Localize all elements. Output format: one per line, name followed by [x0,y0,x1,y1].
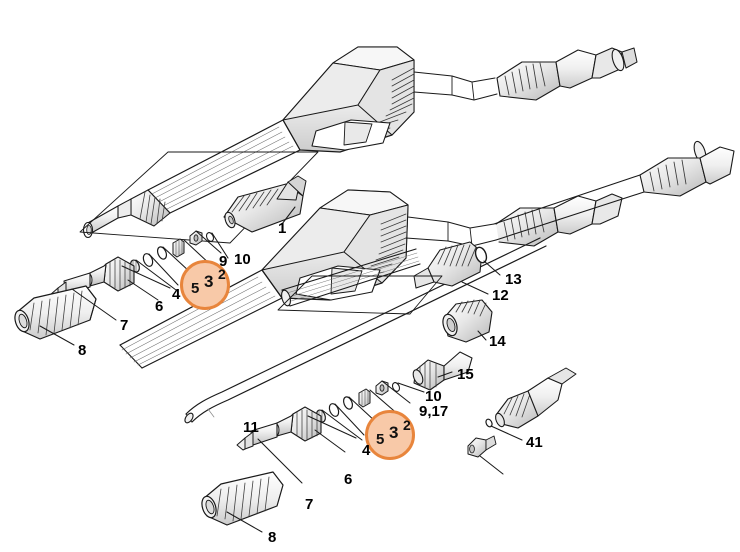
part-number-10: 10 [234,251,251,268]
part-14-nut [442,299,493,343]
part-nut-9b [375,380,389,396]
part-8-handle [14,285,97,340]
part-41-group [467,367,577,475]
part-number-13: 13 [505,271,522,288]
lower-exploded-parts [201,380,425,533]
part-number-4: 4 [172,286,181,303]
part-number-1: 1 [278,220,287,237]
mid-right-parts [277,241,501,391]
part-sleeve-2 [172,238,185,258]
part-number-4b: 4 [362,442,371,459]
highlight-label-3-lower: 3 [389,423,399,442]
part-12-tube [277,248,443,315]
part-number-6b: 6 [344,471,353,488]
part-number-7: 7 [120,317,129,334]
upper-gun-assembly [79,46,638,244]
highlight-label-3-upper: 3 [204,272,214,291]
lower-gun-assembly [119,140,735,369]
part-sleeve-2b [358,388,371,408]
highlight-circle-lower [365,410,415,460]
part-11-hose [184,237,547,424]
part-17-elbow [467,435,497,458]
part-number-8: 8 [78,342,87,359]
part-nut-9 [189,230,203,246]
part-number-10b: 10 [425,388,442,405]
highlight-label-2-upper: 2 [218,266,226,282]
highlight-label-5-lower: 5 [376,431,385,448]
part-12-nut [413,241,483,289]
part-number-12: 12 [492,287,509,304]
part-number-6: 6 [155,298,164,315]
part-number-8b: 8 [268,529,277,546]
part-7b-stem [236,422,278,451]
highlight-label-2-lower: 2 [403,417,411,433]
part-15-nipple [412,351,473,391]
part-number-7b: 7 [305,496,314,513]
upper-exploded-parts [14,175,307,346]
upper-hose-coupler [496,47,638,101]
drawing-layer [14,46,735,533]
part-number-11: 11 [243,419,259,436]
part-8b-handle [201,471,284,526]
part-number-41: 41 [526,434,543,451]
part-number-9: 9 [219,253,228,270]
highlight-label-5-upper: 5 [191,280,200,297]
part-number-14: 14 [489,333,506,350]
highlight-circle-upper [180,260,230,310]
part-number-15: 15 [457,366,474,383]
part-1-coupling [223,175,307,233]
part-6b-nipple [272,406,322,442]
part-number-9-17: 9,17 [419,403,449,420]
part-6-nipple [85,256,135,292]
